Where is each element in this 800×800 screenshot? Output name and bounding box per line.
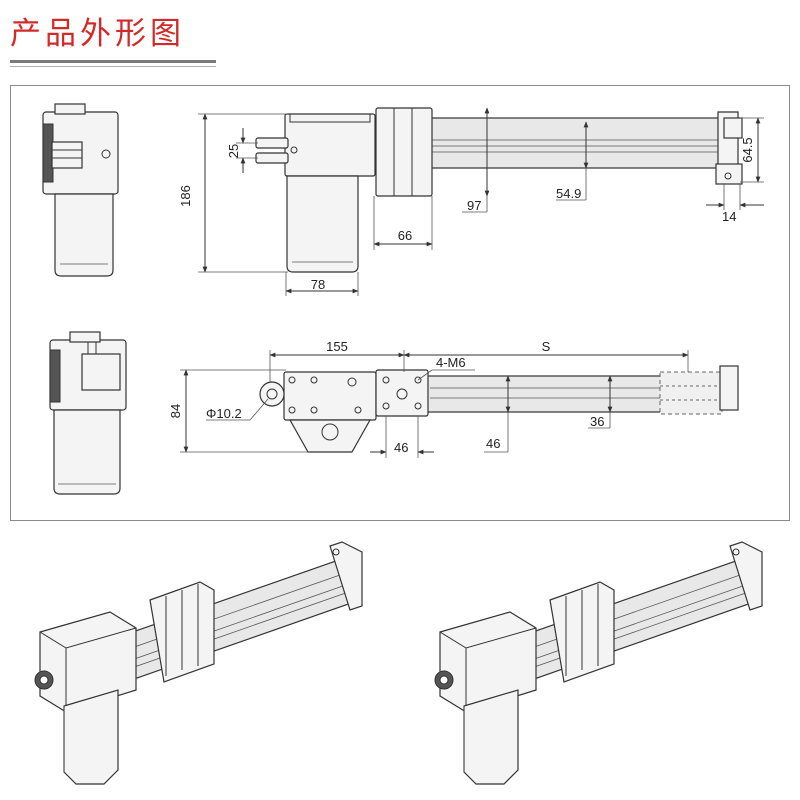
dim-4-M6: 4-M6 [436,355,466,370]
title-underline-thin [10,66,216,67]
title-underline [10,60,216,63]
dim-phi-10-2: Φ10.2 [206,406,242,421]
dim-186: 186 [178,185,193,207]
dim-64-5: 64.5 [740,137,755,162]
dim-46-left: 46 [394,440,408,455]
dim-14: 14 [722,209,736,224]
dim-S: S [542,339,551,354]
page-title: 产品外形图 [10,16,185,52]
side-view-top [42,103,119,277]
isometric-view-right [434,541,763,785]
dim-66: 66 [398,228,412,243]
side-view-bottom [49,331,127,495]
dimensions-top: 186 25 66 78 97 54.9 64.5 [178,107,764,296]
dim-84: 84 [168,404,183,418]
dim-78: 78 [311,277,325,292]
dim-46-right: 46 [486,436,500,451]
dim-97: 97 [467,198,481,213]
dim-54-9: 54.9 [556,186,581,201]
dim-25: 25 [226,144,241,158]
dim-155: 155 [326,339,348,354]
dim-36: 36 [590,414,604,429]
drawing-frame [10,85,790,521]
top-view-bottom [259,365,739,453]
dimensions-bottom: 155 S 4-M6 84 Φ10.2 46 46 36 [168,339,689,458]
isometric-view-left [34,541,363,785]
front-view-top [255,107,743,273]
